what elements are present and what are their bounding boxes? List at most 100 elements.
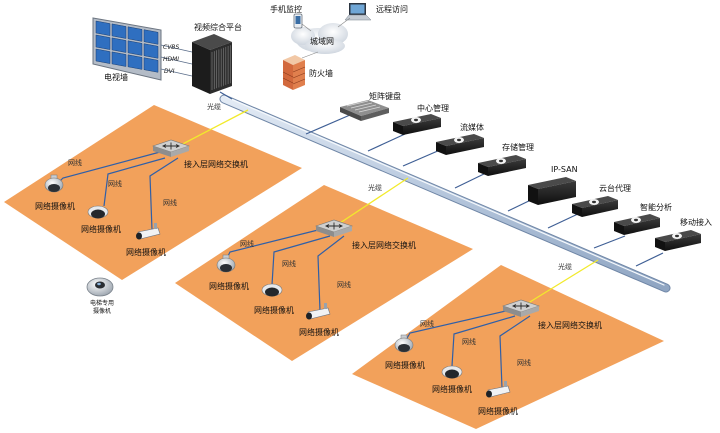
video-platform-label: 视频综合平台 [194,22,242,32]
tv-screen [95,20,111,36]
tv-screen [95,48,111,64]
cameras [44,174,511,398]
lan-label: 网线 [240,239,254,248]
tv-screen [127,40,143,56]
tv-wall-label: 电视墙 [104,72,128,82]
elevator-camera-label-line2: 摄像机 [93,307,111,315]
tv-screen [127,54,143,70]
lan-label: 网线 [337,280,351,289]
signal-hdmi-label: HDMI [163,56,179,63]
mobile-phone-icon[interactable] [293,13,303,29]
fiber-label-2: 光缆 [368,183,382,192]
lan-line [405,309,511,341]
signal-dvi-label: DVI [164,68,175,75]
camera-label: 网络摄像机 [432,384,472,394]
backbone-pipe [219,94,671,293]
elevator-camera-label-line1: 电梯专用 [90,299,114,307]
signal-cvbs-label: CVBS [163,44,179,51]
access-switches [152,139,540,317]
access-switch-label-2: 接入层网络交换机 [352,240,416,250]
access-switch-2-icon[interactable] [315,219,353,237]
bullet-camera-icon[interactable] [306,303,331,320]
mobile-monitor-label: 手机监控 [270,4,302,14]
camera-label: 网络摄像机 [385,360,425,370]
fiber-line [336,177,409,226]
ip-san-label: IP-SAN [551,165,578,174]
access-switch-3-icon[interactable] [502,299,540,317]
ptz-proxy-label: 云台代理 [599,183,631,193]
video-platform-chassis[interactable] [192,34,232,94]
camera-label: 网络摄像机 [254,305,294,315]
servers [393,114,701,251]
access-switch-label-3: 接入层网络交换机 [538,320,602,330]
lan-line [451,315,516,367]
lan-line [317,235,345,312]
smart-analysis-label: 智能分析 [640,202,672,212]
camera-label: 网络摄像机 [478,406,518,416]
wan-cloud [291,23,348,54]
dome-camera-icon[interactable] [87,205,109,219]
lan-label: 网线 [68,158,82,167]
fiber-line [524,259,599,306]
matrix-keyboard-icon[interactable] [340,100,389,121]
firewall-icon[interactable] [282,55,306,90]
ptz-camera-icon[interactable] [394,334,414,353]
ip-san-storage-icon[interactable] [528,177,576,205]
wan-label: 城域网 [310,36,334,46]
lan-label: 网线 [282,259,296,268]
tv-screen [143,57,159,73]
lan-label: 网线 [163,198,177,207]
access-switch-label-1: 接入层网络交换机 [184,159,248,169]
firewall-label: 防火墙 [309,68,333,78]
lan-line [499,315,531,389]
storage-mgmt-label: 存储管理 [502,142,534,152]
av-signal-lines [160,44,193,77]
ptz-camera-icon[interactable] [44,174,64,193]
ptz-camera-icon[interactable] [216,254,236,273]
dome-camera-icon[interactable] [261,283,283,297]
streaming-label: 流媒体 [460,122,484,132]
fiber-links [174,109,599,306]
matrix-keyboard-label: 矩阵键盘 [369,91,401,101]
tv-screen [111,51,127,67]
mobile-access-server-icon[interactable] [655,230,701,251]
tv-screen [111,37,127,53]
lan-label: 网线 [108,179,122,188]
tv-screen [143,29,159,45]
smart-analysis-server-icon[interactable] [614,214,660,235]
tv-screen [143,43,159,59]
ptz-proxy-server-icon[interactable] [572,196,618,217]
bullet-camera-icon[interactable] [136,223,161,240]
lan-line [271,235,331,286]
fiber-label-1: 光缆 [207,102,221,111]
bullet-camera-icon[interactable] [486,381,511,398]
lan-line [149,157,179,231]
lan-line [103,157,166,207]
streaming-server-icon[interactable] [436,134,484,155]
zone3-lan [405,309,531,389]
dome-camera-icon[interactable] [441,365,463,379]
access-switch-1-icon[interactable] [152,139,190,157]
center-mgmt-label: 中心管理 [417,103,449,113]
camera-label: 网络摄像机 [299,327,339,337]
camera-zone-1 [4,105,302,280]
tv-screen [95,34,111,50]
lan-label: 网线 [462,337,476,346]
camera-label: 网络摄像机 [81,224,121,234]
elevator-camera-icon[interactable] [86,277,114,297]
camera-zone-3 [352,265,664,429]
tv-wall[interactable] [92,17,162,81]
tv-screen [127,26,143,42]
camera-label: 网络摄像机 [209,281,249,291]
camera-label: 网络摄像机 [35,201,75,211]
storage-mgmt-server-icon[interactable] [478,155,526,176]
tv-screen [111,23,127,39]
remote-access-label: 远程访问 [376,4,408,14]
laptop-icon[interactable] [344,3,372,21]
center-mgmt-server-icon[interactable] [393,114,441,135]
mobile-access-label: 移动接入 [680,217,712,227]
camera-label: 网络摄像机 [126,247,166,257]
lan-label: 网线 [517,358,531,367]
